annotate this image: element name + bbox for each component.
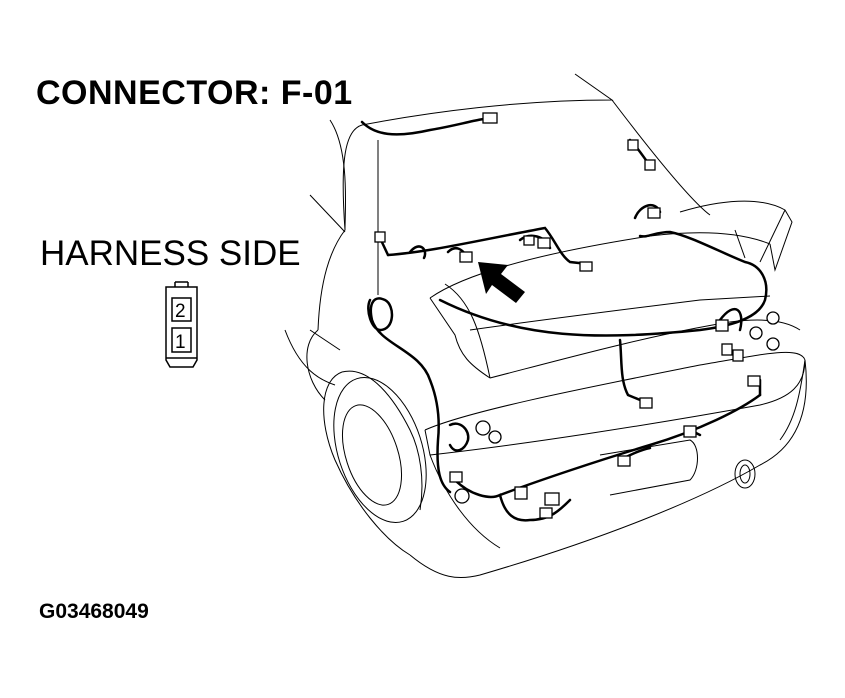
figure-code: G03468049 bbox=[39, 600, 149, 623]
harness-side-label: HARNESS SIDE bbox=[40, 234, 301, 273]
pin-2-label: 2 bbox=[175, 301, 186, 322]
pin-1-label: 1 bbox=[175, 332, 186, 353]
connector-pointer-arrow-icon bbox=[478, 262, 525, 303]
wiring-harness bbox=[360, 116, 768, 522]
connector-face-icon bbox=[165, 281, 198, 368]
connector-title: CONNECTOR: F-01 bbox=[36, 74, 353, 112]
harness-connectors bbox=[374, 112, 780, 519]
car-body-outline bbox=[284, 73, 807, 579]
